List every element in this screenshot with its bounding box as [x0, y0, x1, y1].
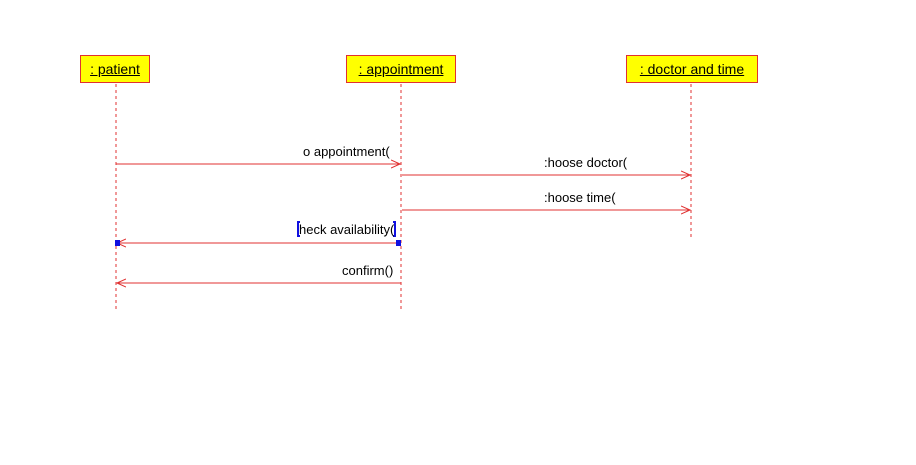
- selection-handles[interactable]: [115, 221, 401, 246]
- message-label-check-availability[interactable]: heck availability(: [299, 222, 395, 237]
- selection-handle-right[interactable]: [396, 240, 401, 246]
- selection-handle-left[interactable]: [115, 240, 120, 246]
- message-label-choose-doctor[interactable]: :hoose doctor(: [544, 155, 628, 170]
- lifeline-header-appointment[interactable]: : appointment: [346, 55, 456, 83]
- label-handle-right[interactable]: [393, 221, 396, 237]
- lifeline-header-doctor-and-time[interactable]: : doctor and time: [626, 55, 758, 83]
- label-handle-left[interactable]: [297, 221, 300, 237]
- message-label-choose-time[interactable]: :hoose time(: [544, 190, 616, 205]
- lifeline-header-patient[interactable]: : patient: [80, 55, 150, 83]
- message-label-appointment[interactable]: o appointment(: [303, 144, 390, 159]
- message-label-confirm[interactable]: confirm(): [342, 263, 394, 278]
